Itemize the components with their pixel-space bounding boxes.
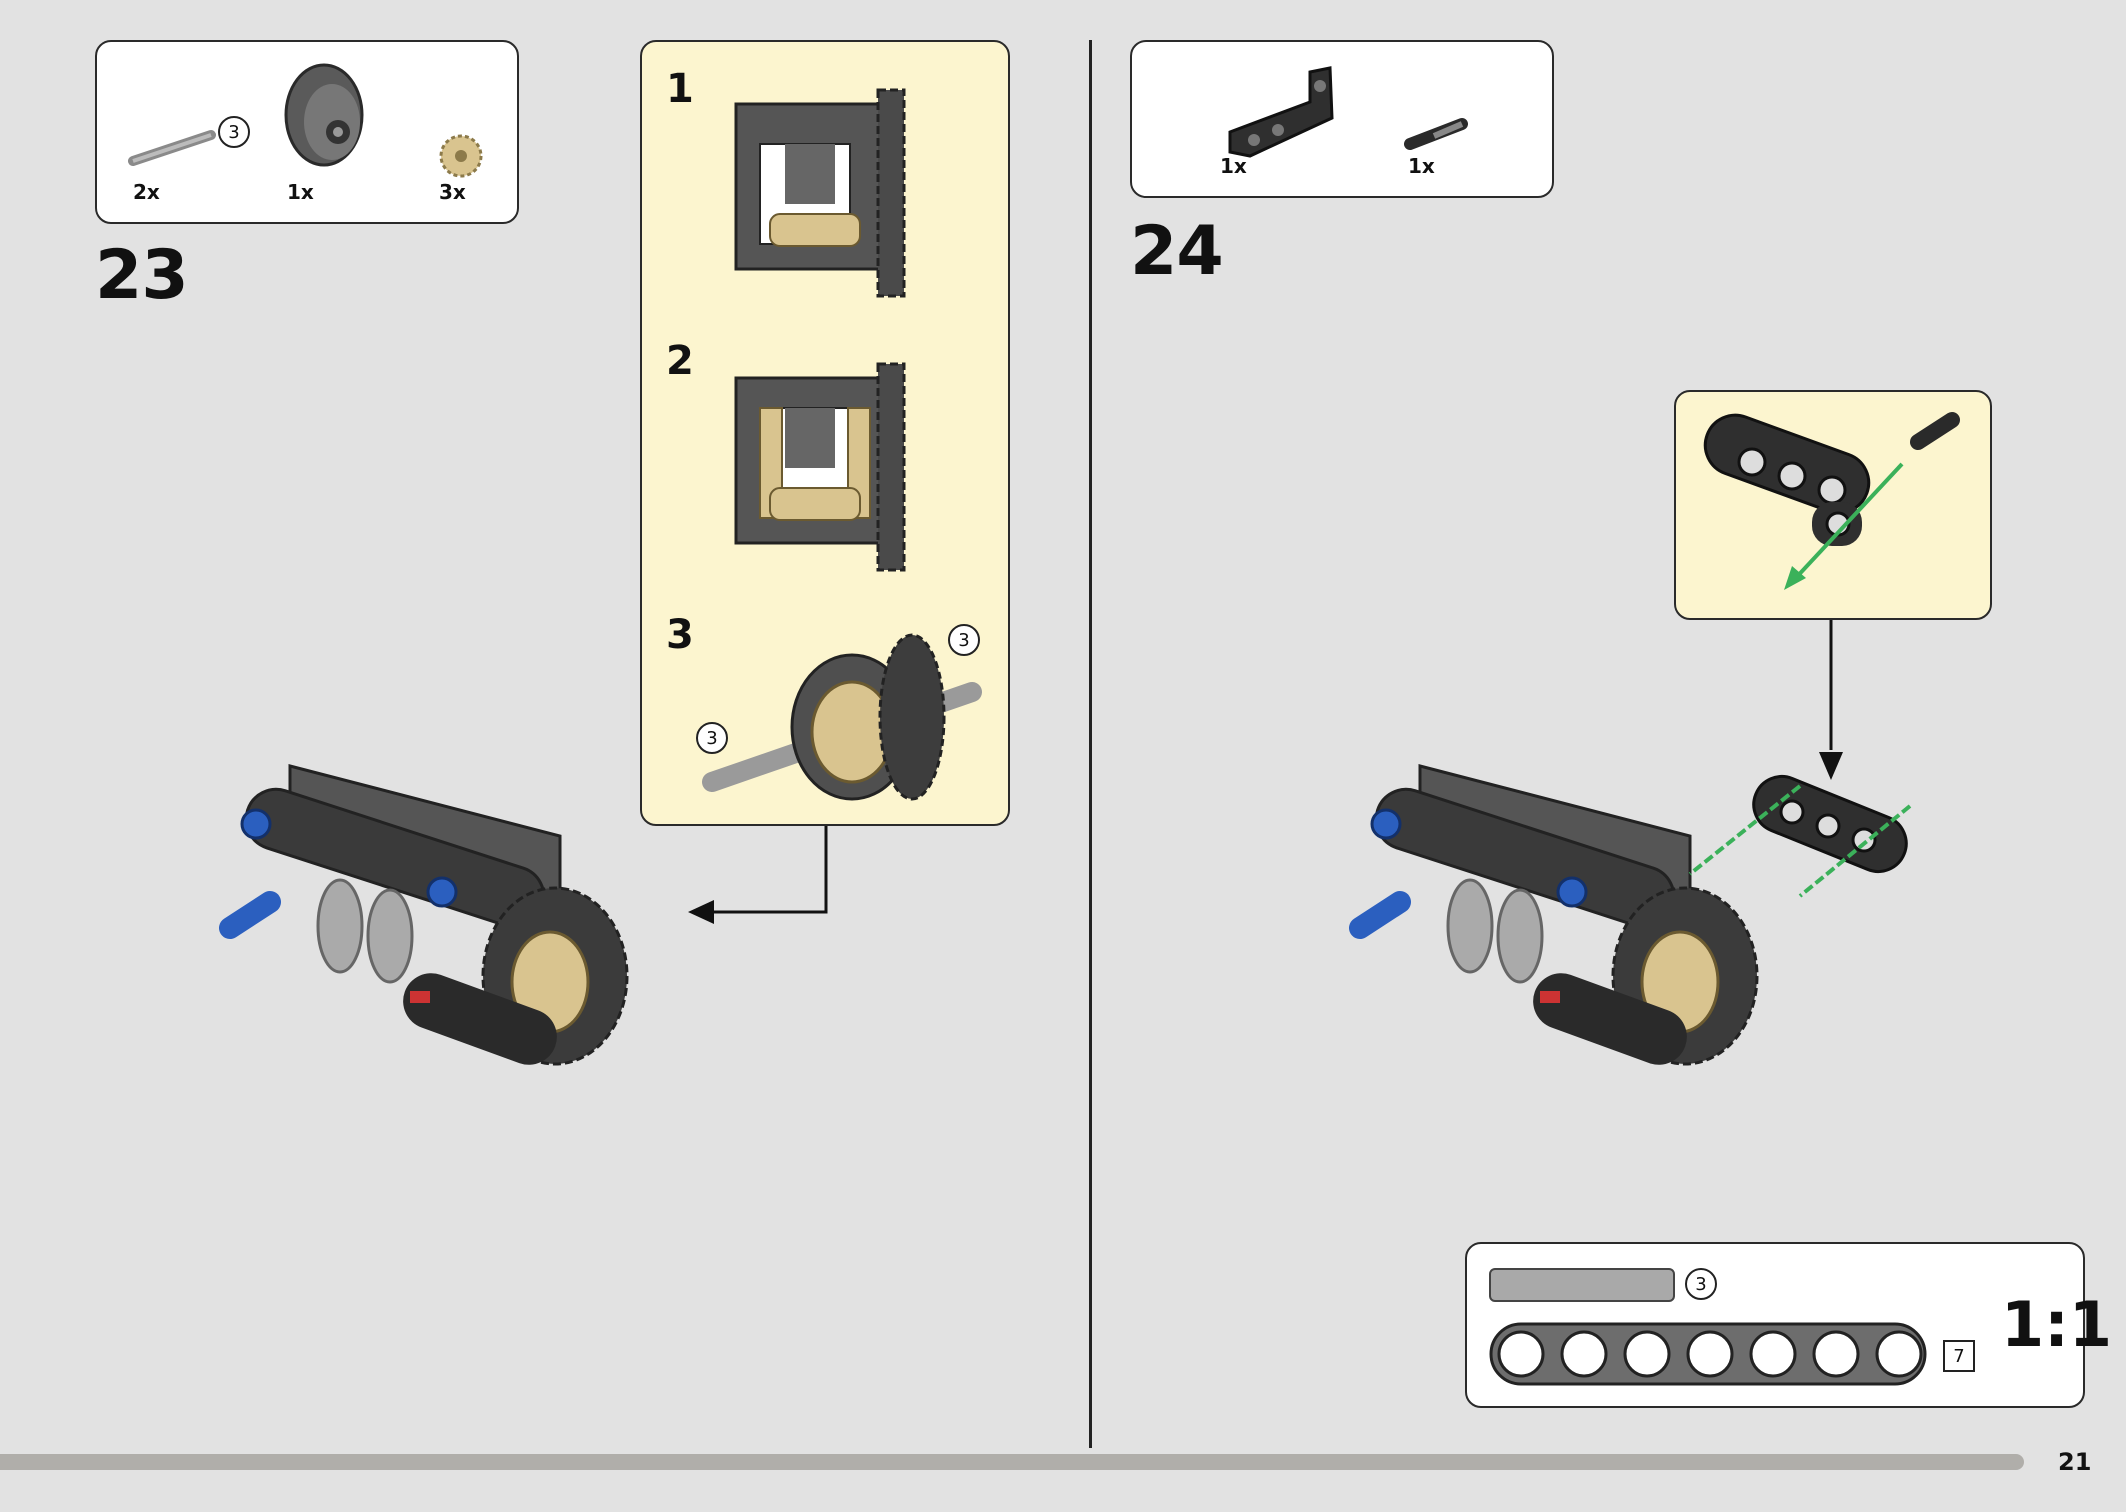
placement-arrow	[680, 826, 830, 926]
model-illustration-step-24	[1330, 756, 1950, 1136]
page-number: 21	[2058, 1448, 2092, 1476]
assembled-differential-illustration	[702, 622, 992, 812]
axle-length-callout: 3	[696, 722, 728, 754]
scale-ratio: 1:1	[2001, 1288, 2113, 1361]
casing-with-gear-illustration	[730, 64, 920, 304]
axle-scale-illustration	[1489, 1268, 1675, 1302]
casing-with-three-gears-illustration	[730, 338, 920, 578]
model-illustration-step-23	[210, 756, 710, 1126]
pin-insertion-illustration	[1692, 406, 1982, 606]
substep-number: 2	[666, 338, 694, 384]
part-qty: 2x	[133, 180, 160, 204]
step-number: 24	[1130, 212, 1224, 291]
beam-length-callout: 7	[1943, 1340, 1975, 1372]
part-qty: 1x	[1408, 154, 1435, 178]
differential-casing-icon	[282, 60, 372, 175]
part-qty: 3x	[439, 180, 466, 204]
parts-list-step-24: 1x 1x	[1130, 40, 1554, 198]
detail-callout	[1674, 390, 1992, 620]
scale-reference: 3 7 1:1	[1465, 1242, 2112, 1408]
axle-length-callout: 3	[218, 116, 250, 148]
pin-icon	[1404, 114, 1470, 154]
parts-list-step-23: 3 2x 1x 3x	[95, 40, 519, 224]
axle-length-callout: 3	[948, 624, 980, 656]
step-number: 23	[95, 236, 189, 315]
part-qty: 1x	[287, 180, 314, 204]
placement-arrow	[1816, 620, 1846, 782]
substep-number: 1	[666, 66, 694, 112]
substep-number: 3	[666, 612, 694, 658]
axle-icon	[127, 127, 217, 167]
beam-scale-illustration	[1489, 1322, 1931, 1388]
progress-bar	[0, 1454, 2024, 1470]
bent-liftarm-icon	[1220, 62, 1340, 162]
bevel-gear-icon	[437, 132, 485, 180]
subassembly-callout: 1 2 3 3 3	[640, 40, 1010, 826]
page-divider	[1089, 40, 1092, 1448]
axle-length-callout: 3	[1685, 1268, 1717, 1300]
part-qty: 1x	[1220, 154, 1247, 178]
